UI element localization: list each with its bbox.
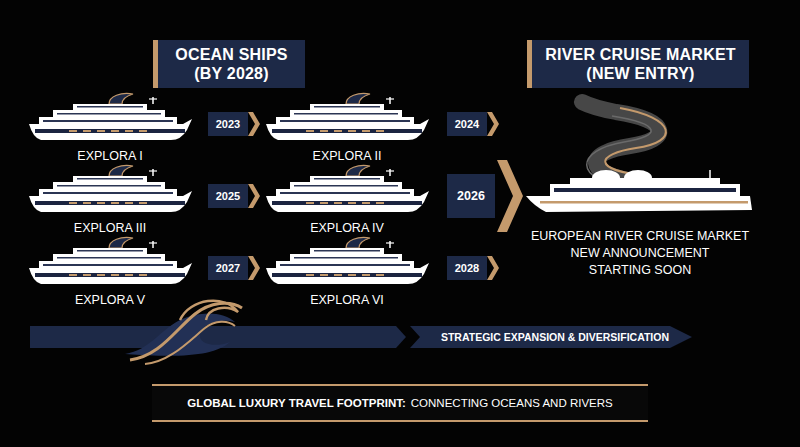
ship-illustration bbox=[262, 238, 432, 286]
footer-banner: GLOBAL LUXURY TRAVEL FOOTPRINT: CONNECTIN… bbox=[152, 384, 648, 422]
caption-block: EUROPEAN RIVER CRUISE MARKETNEW ANNOUNCE… bbox=[520, 228, 760, 279]
ship-name: EXPLORA II bbox=[262, 148, 432, 164]
section-header: RIVER CRUISE MARKET (NEW ENTRY) bbox=[527, 40, 749, 88]
year-chevron: 2024 bbox=[447, 112, 499, 136]
ship-name: EXPLORA VI bbox=[262, 292, 432, 308]
section-header: OCEAN SHIPS (BY 2028) bbox=[153, 40, 305, 88]
year-label: 2024 bbox=[447, 112, 487, 136]
ship-node: EXPLORA V bbox=[25, 238, 195, 308]
ship-illustration bbox=[25, 94, 195, 142]
year-chevron: 2023 bbox=[208, 112, 260, 136]
ship-illustration bbox=[25, 238, 195, 286]
ship-name: EXPLORA IV bbox=[262, 220, 432, 236]
ship-node: EXPLORA I bbox=[25, 94, 195, 164]
year-chevron: 2026 bbox=[447, 160, 523, 232]
header-text: RIVER CRUISE MARKET (NEW ENTRY) bbox=[538, 45, 743, 83]
river-caption: NEW ANNOUNCEMENT STARTING SOON bbox=[560, 245, 720, 279]
river-caption: EUROPEAN RIVER CRUISE MARKET bbox=[520, 228, 760, 245]
year-label: 2028 bbox=[447, 256, 487, 280]
ship-name: EXPLORA V bbox=[25, 292, 195, 308]
header-text: OCEAN SHIPS (BY 2028) bbox=[164, 45, 299, 83]
ship-illustration bbox=[262, 166, 432, 214]
river-ship-illustration bbox=[520, 100, 760, 225]
ship-name: EXPLORA I bbox=[25, 148, 195, 164]
ship-name: EXPLORA III bbox=[25, 220, 195, 236]
year-chevron: 2027 bbox=[208, 256, 260, 280]
year-label: 2027 bbox=[208, 256, 248, 280]
year-chevron: 2028 bbox=[447, 256, 499, 280]
ship-node: EXPLORA IV bbox=[262, 166, 432, 236]
timeline-arrow: STRATEGIC EXPANSION & DIVERSIFICATION bbox=[30, 320, 692, 354]
footer-text: GLOBAL LUXURY TRAVEL FOOTPRINT: bbox=[187, 397, 406, 409]
timeline-label: STRATEGIC EXPANSION & DIVERSIFICATION bbox=[420, 320, 690, 354]
ship-node: EXPLORA VI bbox=[262, 238, 432, 308]
ship-illustration bbox=[262, 94, 432, 142]
year-label: 2023 bbox=[208, 112, 248, 136]
year-chevron: 2025 bbox=[208, 184, 260, 208]
footer-text: CONNECTING OCEANS AND RIVERS bbox=[411, 397, 613, 409]
year-label: 2025 bbox=[208, 184, 248, 208]
ship-node: EXPLORA II bbox=[262, 94, 432, 164]
ship-illustration bbox=[25, 166, 195, 214]
river-ship-node: EUROPEAN RIVER CRUISE MARKETNEW ANNOUNCE… bbox=[520, 100, 760, 280]
ship-node: EXPLORA III bbox=[25, 166, 195, 236]
year-label: 2026 bbox=[447, 174, 495, 218]
